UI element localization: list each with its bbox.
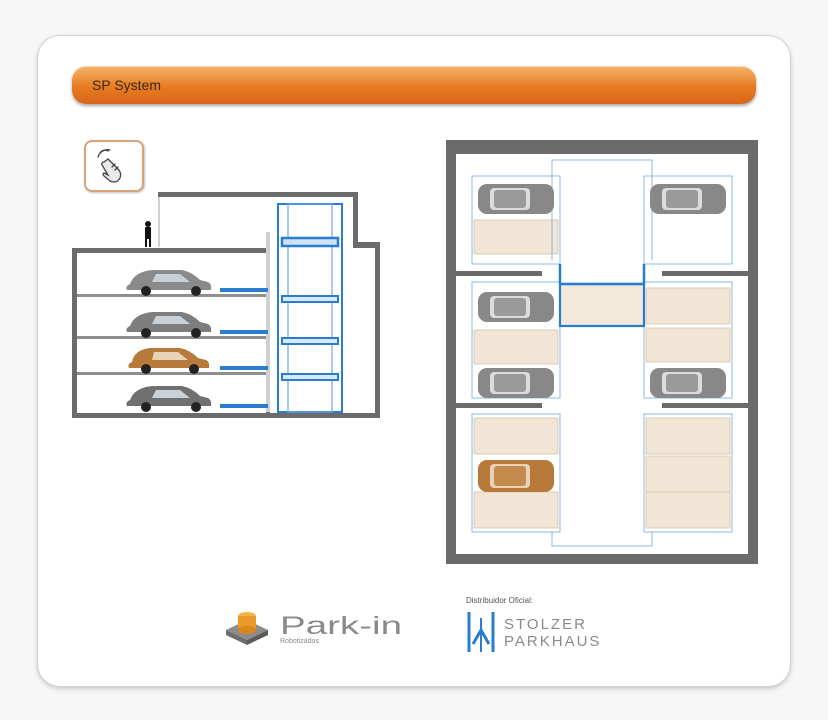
plan-car-1 bbox=[478, 184, 554, 214]
plan-view-diagram bbox=[446, 140, 758, 564]
person-figure bbox=[145, 221, 151, 247]
touch-button[interactable] bbox=[84, 140, 144, 192]
lift-shaft bbox=[277, 203, 343, 413]
distributor-label: Distribuidor Oficial: bbox=[466, 596, 534, 605]
main-panel: SP System bbox=[38, 36, 790, 686]
car-side-4 bbox=[126, 386, 212, 412]
car-side-1 bbox=[126, 270, 212, 296]
stolzer-arrow-icon bbox=[467, 612, 495, 652]
parkin-subtitle: Robotizados bbox=[280, 638, 319, 645]
car-side-3 bbox=[128, 348, 210, 374]
car-side-2 bbox=[126, 312, 212, 338]
transfer-platforms bbox=[220, 288, 268, 408]
plan-car-5 bbox=[650, 368, 726, 398]
parkin-logo: Park-in Robotizados bbox=[222, 608, 422, 648]
parking-bays bbox=[473, 219, 731, 529]
plan-car-2 bbox=[650, 184, 726, 214]
plan-lift-platform bbox=[558, 264, 646, 328]
page-title: SP System bbox=[92, 77, 161, 93]
side-section-diagram bbox=[72, 192, 380, 418]
hand-touch-icon bbox=[97, 149, 122, 183]
plan-car-6 bbox=[478, 460, 554, 492]
parkin-name: Park-in bbox=[280, 612, 402, 640]
plan-walls bbox=[446, 140, 758, 564]
plan-car-3 bbox=[478, 292, 554, 322]
building-walls bbox=[72, 192, 380, 418]
plan-car-4 bbox=[478, 368, 554, 398]
title-bar: SP System bbox=[72, 66, 756, 104]
stolzer-logo: STOLZER PARKHAUS bbox=[466, 608, 616, 658]
stolzer-line1: STOLZER bbox=[504, 616, 587, 633]
parkin-cube-icon bbox=[226, 612, 268, 645]
stolzer-line2: PARKHAUS bbox=[504, 633, 601, 650]
floor-slabs bbox=[77, 294, 267, 375]
